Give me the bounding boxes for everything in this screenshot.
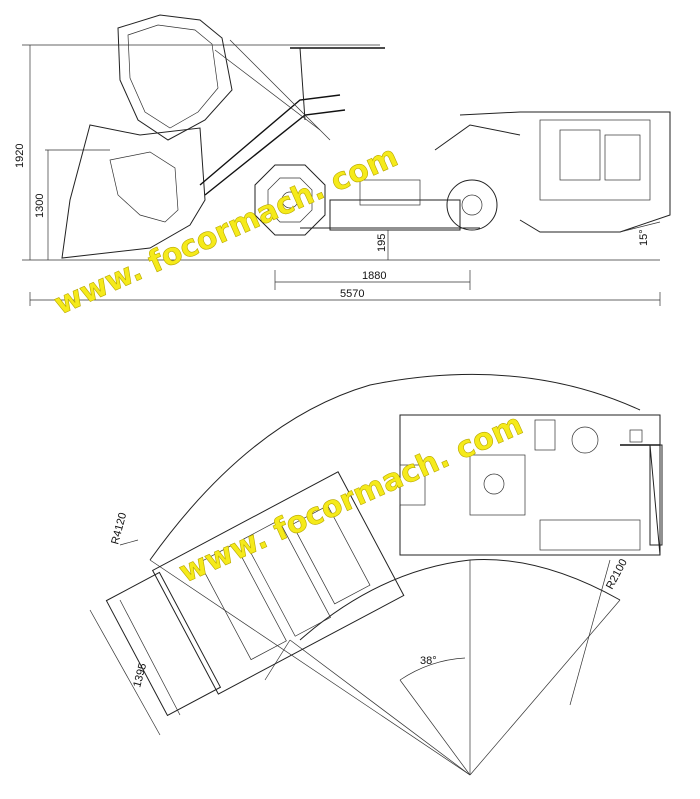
articulation-angle-label: 38°	[420, 655, 437, 667]
length-total-label: 5570	[340, 288, 364, 300]
wheelbase-label: 1880	[362, 270, 386, 282]
height-mid-label: 1300	[34, 194, 46, 218]
departure-angle-label: 15°	[638, 229, 650, 246]
outer-radius-label: R4120	[109, 511, 129, 545]
side-view-dimensions: 1920 1300 195 1880 5570 15°	[14, 144, 650, 300]
watermark-bottom: www. focormach. com	[174, 407, 528, 590]
plan-view-dimensions: R4120 R2100 38° 1395	[109, 511, 630, 688]
clearance-label: 195	[376, 234, 388, 252]
inner-radius-label: R2100	[604, 557, 630, 591]
side-view	[22, 14, 671, 306]
height-total-label: 1920	[14, 144, 26, 168]
plan-view	[89, 373, 663, 776]
